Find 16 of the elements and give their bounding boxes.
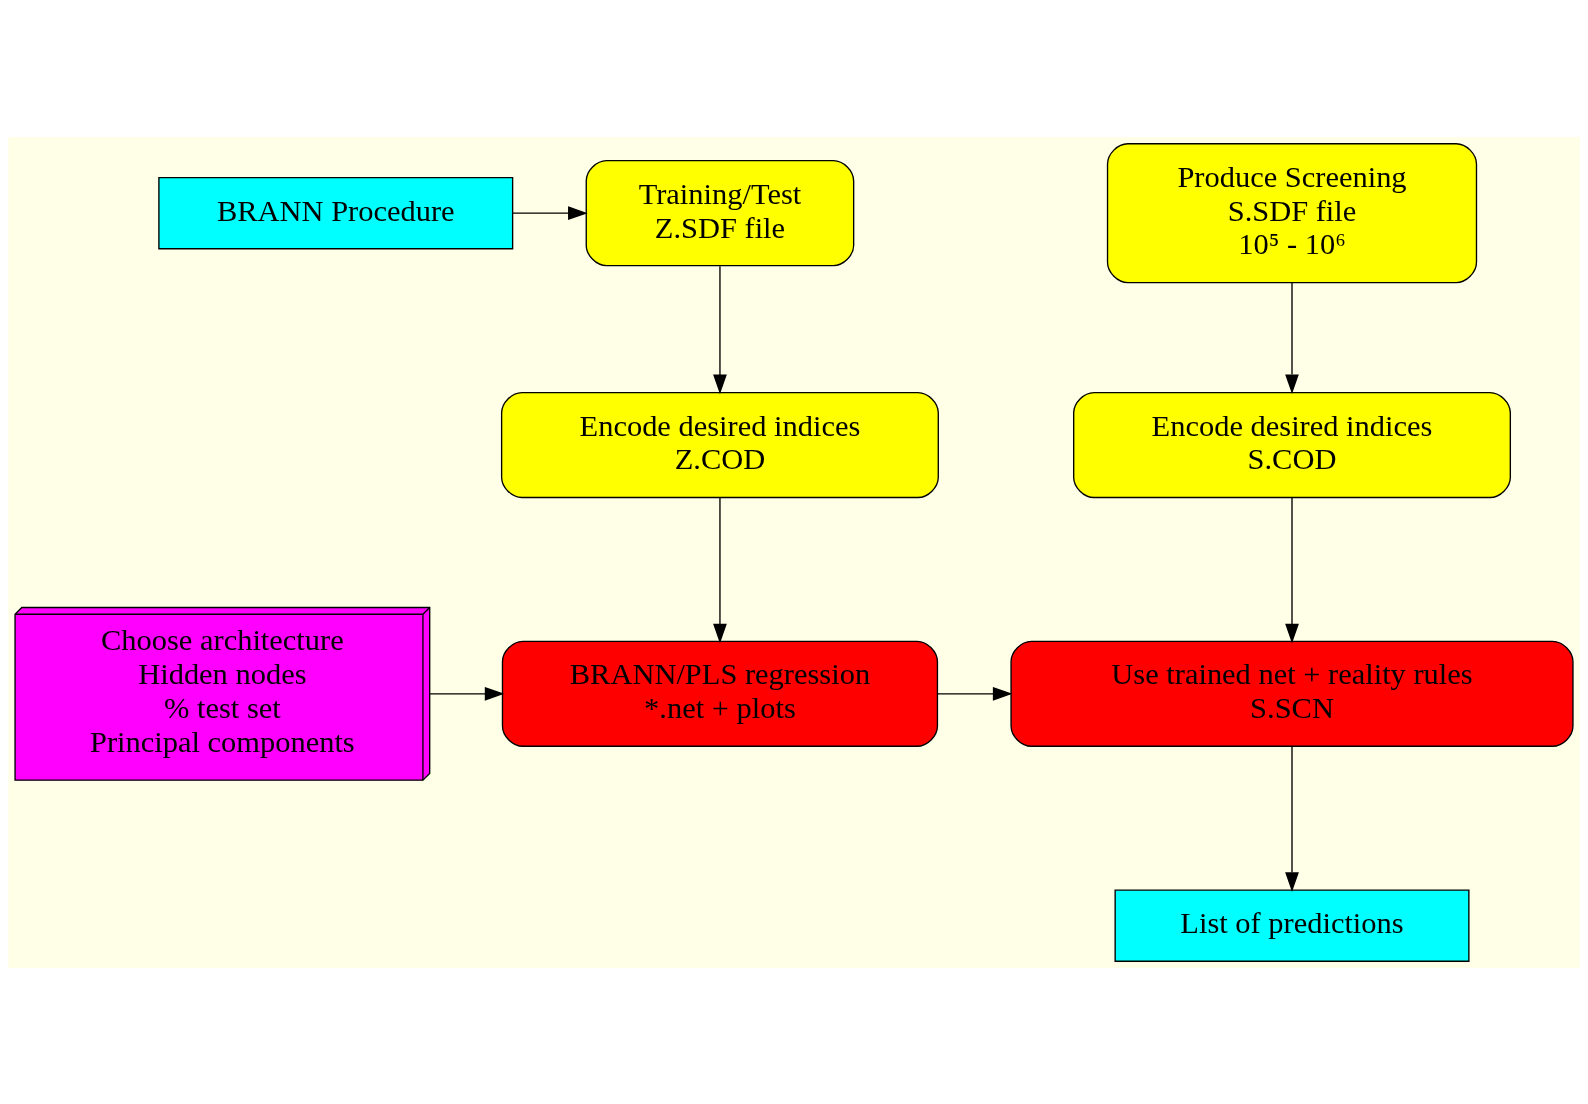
arrow	[1285, 496, 1299, 643]
arrow	[713, 264, 727, 394]
arrow	[713, 496, 727, 643]
node-box: List of predictions	[1114, 888, 1470, 962]
node-box: BRANN/PLS regression *.net + plots	[501, 640, 939, 747]
node-box: Use trained net + reality rules S.SCN	[1010, 640, 1574, 747]
node-box: Produce Screening S.SDF file 10⁵ - 10⁶	[1106, 142, 1478, 283]
node-box: Encode desired indices Z.COD	[500, 391, 939, 498]
arrow	[429, 686, 505, 701]
node-box: BRANN Procedure	[158, 176, 514, 249]
arrow	[512, 205, 588, 220]
arrow	[1285, 745, 1299, 892]
node-box: Training/Test Z.SDF file	[585, 159, 855, 266]
arrow	[1285, 281, 1299, 394]
arrow	[937, 686, 1013, 701]
node-box: Encode desired indices S.COD	[1073, 391, 1511, 498]
